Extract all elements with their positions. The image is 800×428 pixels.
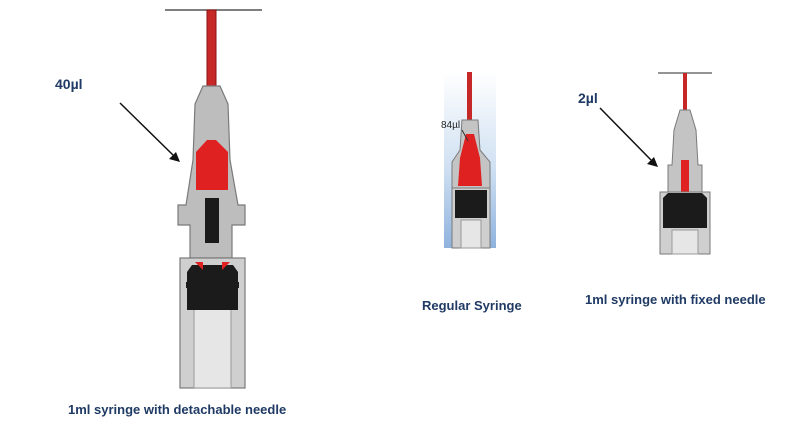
middle-dead-space <box>458 134 482 186</box>
middle-stopper <box>455 190 487 218</box>
left-dead-space <box>196 140 228 190</box>
left-plunger-rod <box>193 299 232 389</box>
left-red-corner-a <box>195 262 203 270</box>
right-dead-space <box>681 160 689 192</box>
right-arrow-head <box>647 157 658 167</box>
right-stopper <box>663 193 707 228</box>
middle-arrow <box>461 129 469 142</box>
left-arrow-line <box>119 102 174 156</box>
right-volume-label: 2µl <box>578 90 598 106</box>
right-needle <box>683 73 687 118</box>
left-arrow-head <box>169 152 180 162</box>
right-arrow-line <box>599 107 652 161</box>
right-caption: 1ml syringe with fixed needle <box>585 292 766 307</box>
middle-volume-label: 84µl <box>441 120 461 131</box>
left-needle <box>206 9 217 87</box>
left-stopper-ring <box>186 282 239 288</box>
fixed-needle-syringe <box>599 72 712 255</box>
regular-syringe <box>444 72 496 249</box>
middle-needle <box>467 72 472 136</box>
detachable-needle-syringe <box>119 9 262 389</box>
right-plunger-rod <box>671 229 699 255</box>
left-red-corner-b <box>222 262 230 270</box>
middle-plunger-rod <box>460 219 482 249</box>
left-caption: 1ml syringe with detachable needle <box>68 402 287 417</box>
left-volume-label: 40µl <box>55 76 83 92</box>
middle-caption: Regular Syringe <box>422 298 522 313</box>
left-plunger-tip <box>205 198 219 243</box>
